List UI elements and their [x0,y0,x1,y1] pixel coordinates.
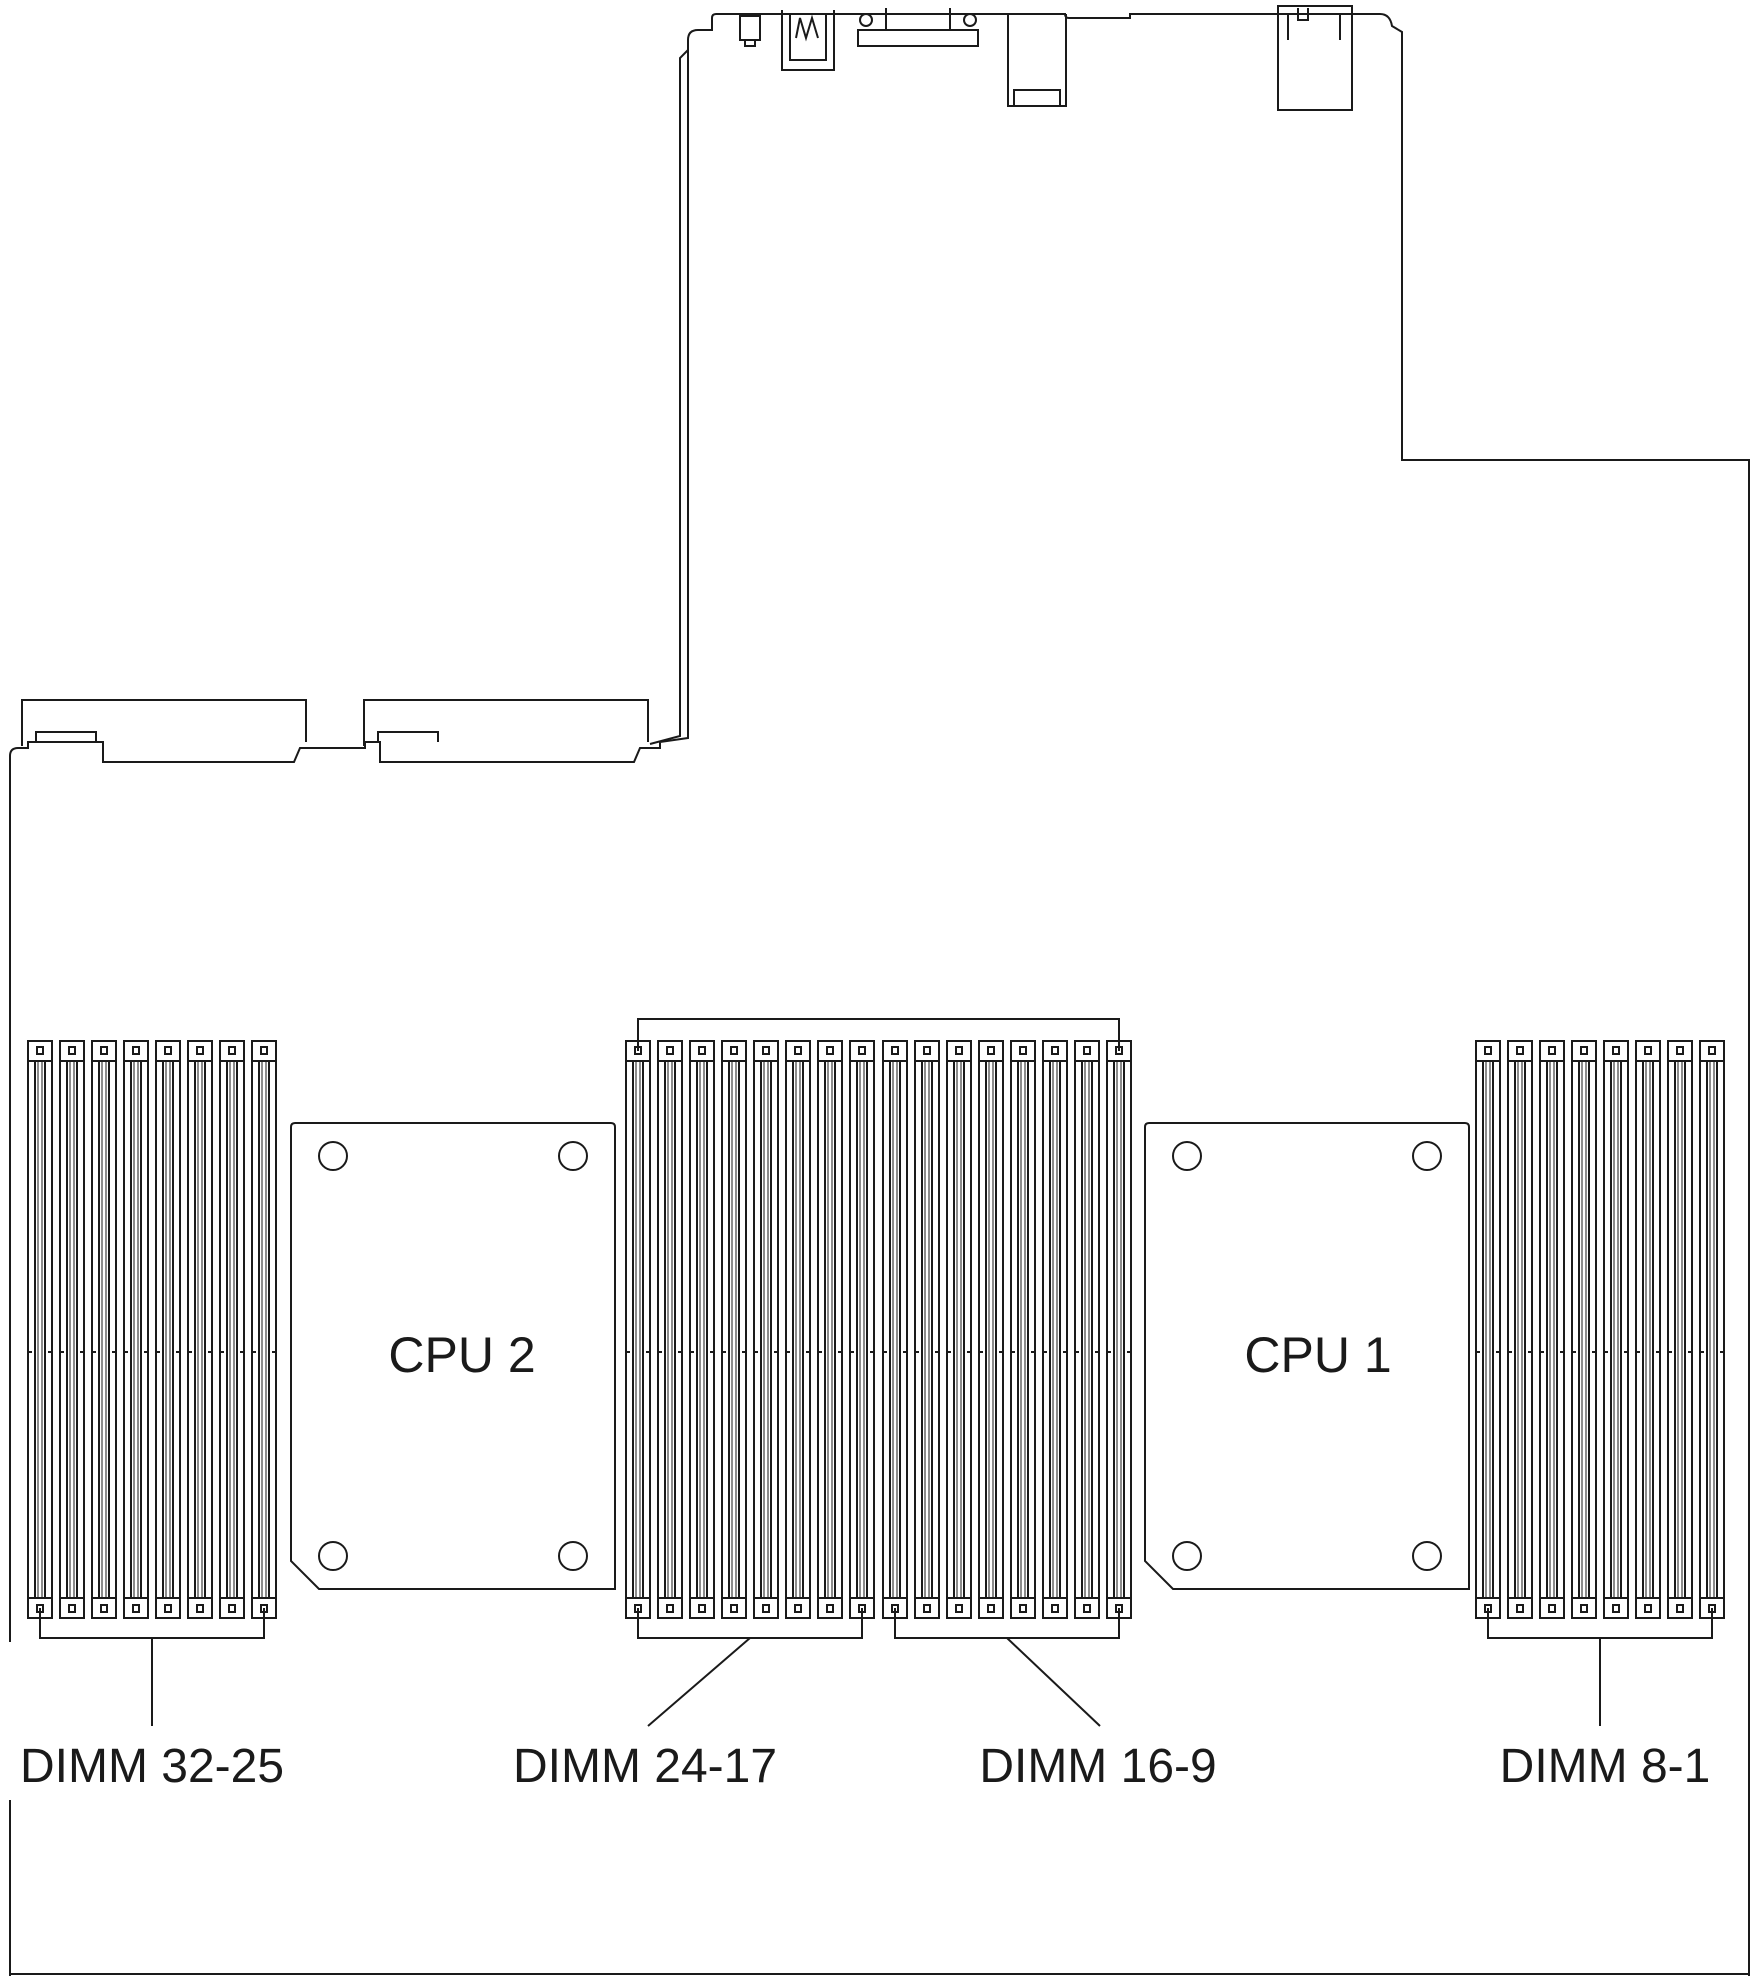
cpu1-mount-hole [1412,1141,1442,1171]
dimm-24-17-slot [657,1040,683,1619]
dimm-8-1-slot [1699,1040,1725,1619]
cpu1-mount-hole [1172,1141,1202,1171]
dimm-24-17-slot [817,1040,843,1619]
dimm-16-9-slot [1106,1040,1132,1619]
dimm-16-9-slot [946,1040,972,1619]
dimm-32-25-slot [219,1040,245,1619]
dimm-32-25-slot [27,1040,53,1619]
dimm-8-1-slot [1603,1040,1629,1619]
dimm-slots [27,1040,1725,1619]
dimm-16-9-slot [1010,1040,1036,1619]
board-outline [9,5,1750,1976]
center-dimm-top-bracket [637,1018,1120,1051]
cpu1-socket [1144,1122,1470,1590]
dimm-16-9-slot [1074,1040,1100,1619]
dimm-24-17-leader [647,1637,751,1727]
dimm-16-9-slot [978,1040,1004,1619]
cpu1-mount-hole [1412,1541,1442,1571]
dimm-32-25-slot [91,1040,117,1619]
dimm-8-1-slot [1475,1040,1501,1619]
cpu2-mount-hole [318,1541,348,1571]
dimm-16-9-slot [914,1040,940,1619]
cpu2-label: CPU 2 [388,1327,535,1383]
dimm-8-1-slot [1571,1040,1597,1619]
processor-sockets: CPU 2 CPU 1 [290,1122,1470,1590]
dimm-24-17-slot [721,1040,747,1619]
dimm-24-17-slot [753,1040,779,1619]
dimm-32-25-slot [187,1040,213,1619]
dimm-16-9-slot [1042,1040,1068,1619]
cpu2-mount-hole [318,1141,348,1171]
dimm-32-25-slot [155,1040,181,1619]
dimm-group-labels: DIMM 32-25 DIMM 24-17 DIMM 16-9 DIMM 8-1 [20,1740,1710,1793]
dimm-16-9-label: DIMM 16-9 [979,1740,1216,1793]
dimm-8-1-slot [1667,1040,1693,1619]
dimm-32-25-label: DIMM 32-25 [20,1740,284,1793]
cpu1-label: CPU 1 [1244,1327,1391,1383]
dimm-24-17-label: DIMM 24-17 [513,1740,777,1793]
cpu2-socket [290,1122,616,1590]
dimm-24-17-slot [689,1040,715,1619]
dimm-8-1-slot [1635,1040,1661,1619]
dimm-32-25-slot [59,1040,85,1619]
dimm-24-17-slot [785,1040,811,1619]
dimm-16-9-leader [1006,1637,1101,1727]
dimm-8-1-label: DIMM 8-1 [1500,1740,1711,1793]
cpu1-mount-hole [1172,1541,1202,1571]
dimm-8-1-slot [1539,1040,1565,1619]
dimm-32-25-slot [251,1040,277,1619]
dimm-8-1-slot [1507,1040,1533,1619]
dimm-32-25-slot [123,1040,149,1619]
cpu2-mount-hole [558,1541,588,1571]
dimm-group-brackets [39,1018,1713,1727]
dimm-24-17-slot [625,1040,651,1619]
dimm-16-9-slot [882,1040,908,1619]
cpu2-mount-hole [558,1141,588,1171]
dimm-24-17-slot [849,1040,875,1619]
